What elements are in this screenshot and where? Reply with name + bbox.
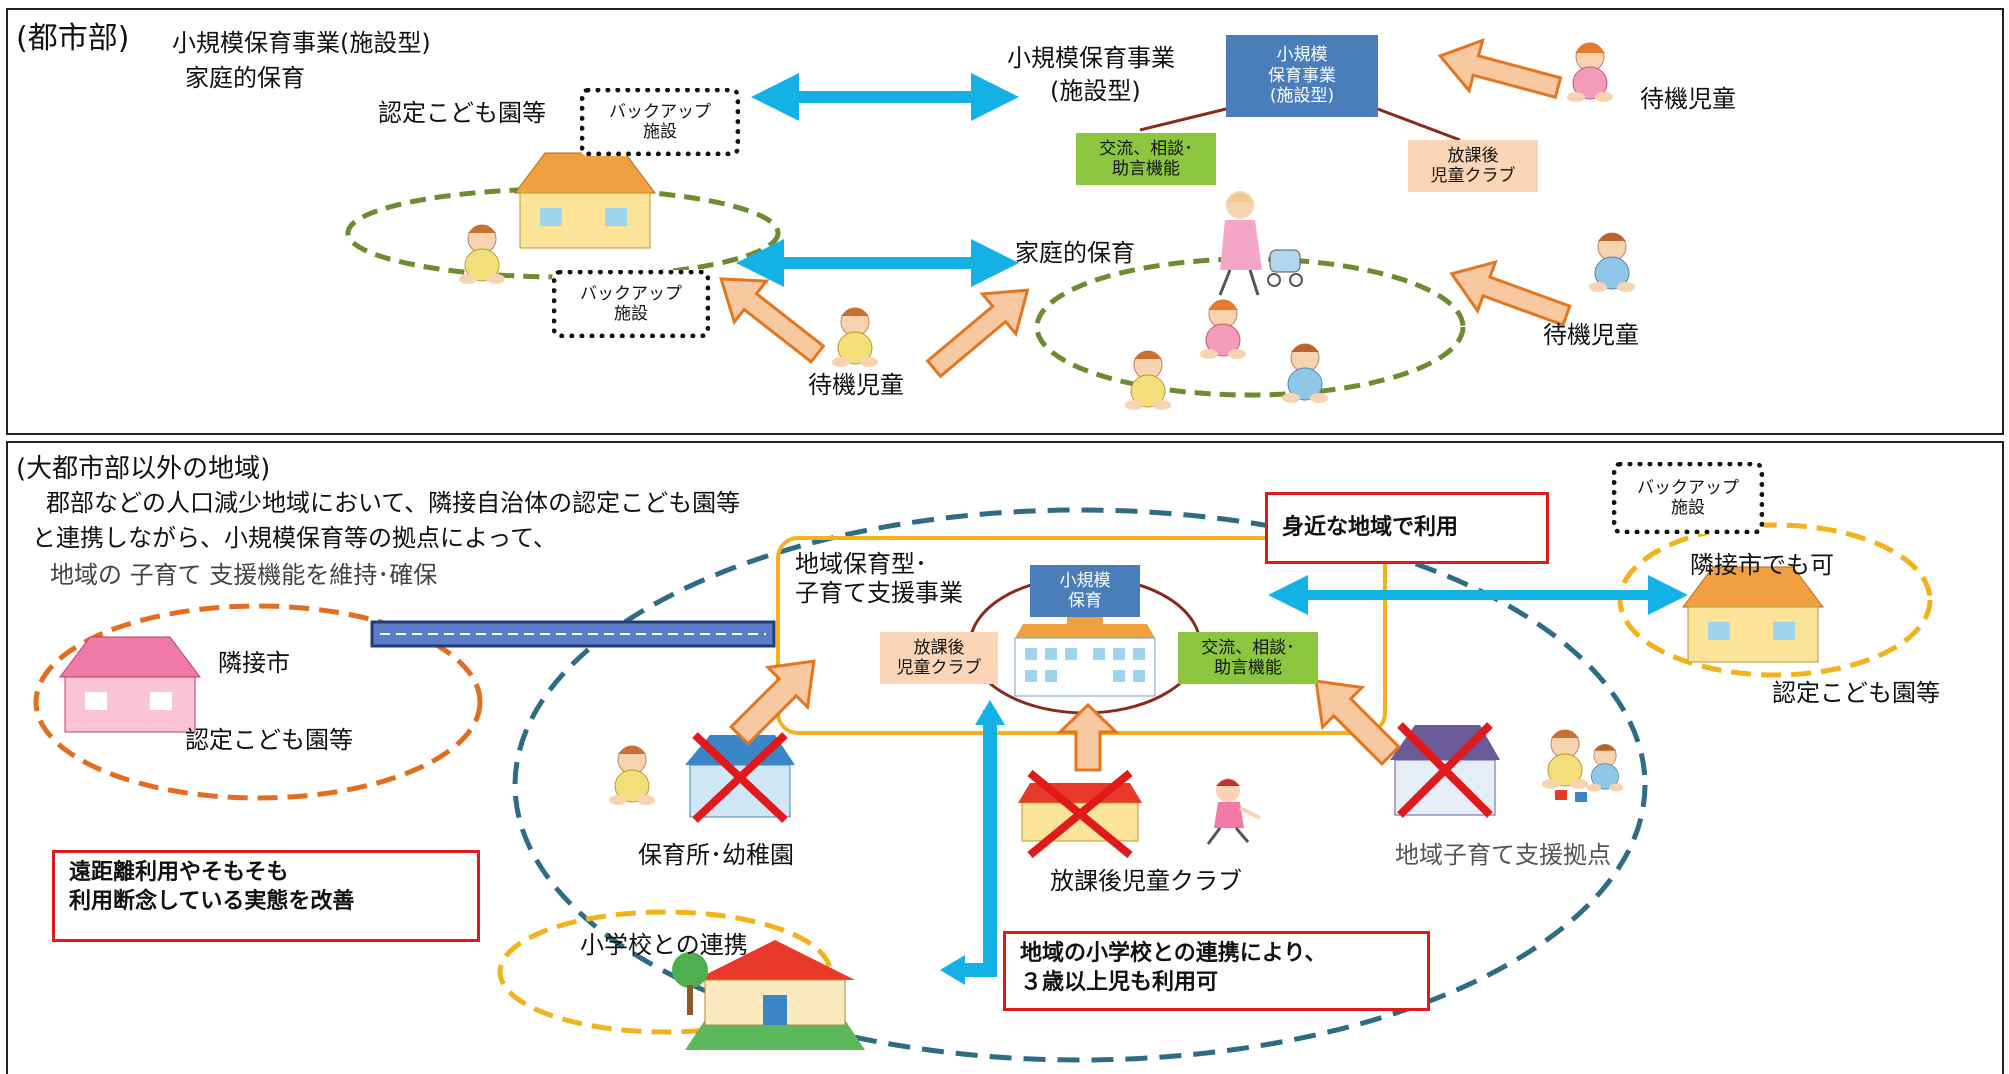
- nearby-use-box: 身近な地域で利用: [1265, 492, 1549, 564]
- afterschool-building-crossed: [1018, 769, 1142, 859]
- hub-exchange-box: 交流、相談･ 助言機能: [1168, 632, 1328, 684]
- orange-arrow-to-family: [925, 288, 1030, 379]
- neighbor-city-ring-left: [33, 603, 483, 801]
- urban-heading: (都市部): [16, 21, 130, 56]
- backup-facility-top: バックアップ 施設: [580, 88, 740, 156]
- hub-title: 地域保育型･ 子育て支援事業: [795, 550, 963, 607]
- regional-desc-line2: と連携しながら、小規模保育等の拠点によって、: [32, 524, 557, 552]
- urban-heading-sub2: 家庭的保育: [185, 64, 305, 92]
- orange-arrow-hub-to-center: [1314, 679, 1401, 766]
- hub-small-scale-box: 小規模 保育: [1020, 565, 1150, 617]
- exchange-consult-box-top: 交流、相談･ 助言機能: [1066, 133, 1226, 185]
- backup-facility-bottom: バックアップ 施設: [552, 270, 710, 338]
- playing-kids: [1541, 729, 1624, 802]
- backup-facility-right: バックアップ 施設: [1612, 462, 1764, 534]
- regional-heading: (大都市部以外の地域): [16, 454, 271, 484]
- nintei-label-top: 認定こども園等: [378, 99, 546, 127]
- small-scale-center-box: 小規模 保育事業 (施設型): [1216, 35, 1388, 117]
- pink-house: [59, 636, 201, 733]
- regional-desc-line1: 郡部などの人口減少地域において、隣接自治体の認定こども園等: [46, 489, 741, 517]
- regional-area-ring: [512, 507, 1648, 1063]
- neighbor-city-label: 隣接市: [218, 649, 290, 677]
- nursery-building-crossed: [685, 732, 795, 823]
- urban-heading-sub1: 小規模保育事業(施設型): [172, 29, 431, 57]
- stroller-mother-illustration: [1218, 191, 1303, 296]
- running-child: [1206, 778, 1261, 845]
- school-link-label: 小学校との連携: [580, 931, 748, 959]
- waiting-children-label-3: 待機児童: [1543, 321, 1639, 349]
- school-link-note-box: 地域の小学校との連携により、 ３歳以上児も利用可: [1003, 931, 1430, 1011]
- small-scale-label-line2: (施設型): [1050, 77, 1141, 105]
- afterschool-club-label: 放課後児童クラブ: [1050, 867, 1242, 895]
- regional-desc-line3: 地域の 子育て 支援機能を維持･確保: [50, 561, 438, 589]
- afterschool-box-top: 放課後 児童クラブ: [1398, 140, 1548, 192]
- nintei-label-left: 認定こども園等: [185, 726, 353, 754]
- small-scale-label-line1: 小規模保育事業: [1007, 44, 1175, 72]
- orange-arrow-to-center-box: [1437, 38, 1563, 100]
- orange-arrow-afterschool-to-hub: [1056, 702, 1120, 772]
- regional-hub-label: 地域子育て支援拠点: [1395, 841, 1611, 869]
- neighbor-ok-label: 隣接市でも可: [1690, 551, 1834, 579]
- waiting-children-label-2: 待機児童: [808, 371, 904, 399]
- regional-hub-building-crossed: [1390, 722, 1500, 818]
- nintei-label-right: 認定こども園等: [1772, 679, 1940, 707]
- waiting-children-label-1: 待機児童: [1640, 85, 1736, 113]
- center-box-connector-lines: [1139, 106, 1461, 142]
- road-to-neighbor: [370, 620, 776, 648]
- school-house-illustration: [672, 940, 865, 1050]
- orange-arrow-nursery-to-hub: [729, 659, 816, 746]
- nursery-label: 保育所･幼稚園: [638, 841, 794, 869]
- hub-school-building: [1014, 604, 1156, 697]
- urban-panel: [6, 8, 2004, 435]
- hub-afterschool-box: 放課後 児童クラブ: [870, 632, 1008, 684]
- family-care-label: 家庭的保育: [1015, 239, 1135, 267]
- blue-elbow-arrow-school: [940, 700, 1005, 985]
- improve-note-box: 遠距離利用やそもそも 利用断念している実態を改善: [52, 850, 480, 942]
- orange-arrow-to-left-cluster: [719, 277, 826, 364]
- orange-arrow-to-family-right: [1449, 259, 1572, 327]
- regional-panel: [6, 441, 2004, 1074]
